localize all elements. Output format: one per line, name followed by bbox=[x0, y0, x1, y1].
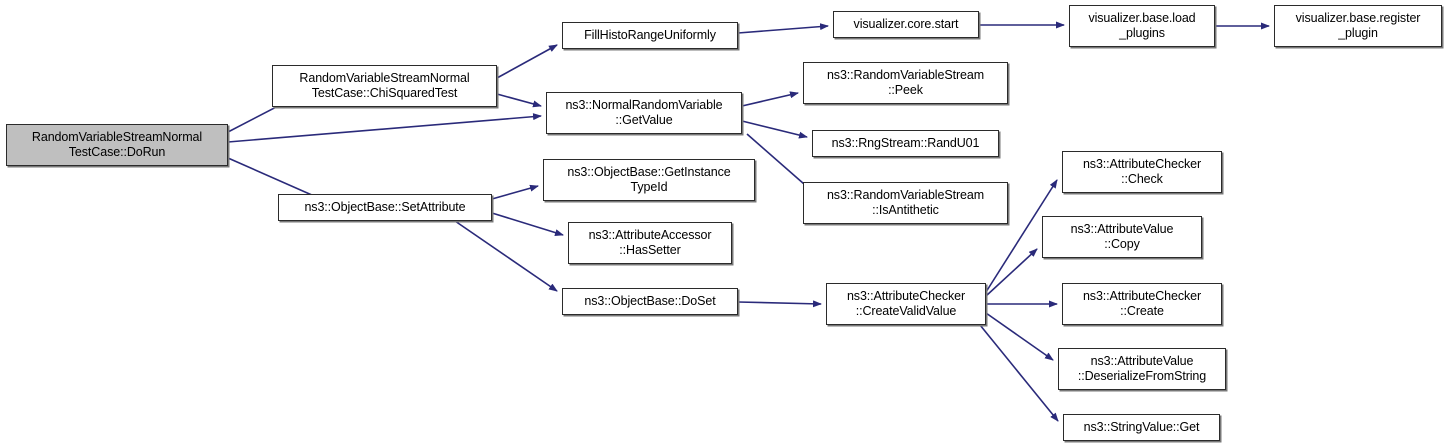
graph-node-peek[interactable]: ns3::RandomVariableStream ::Peek bbox=[803, 62, 1008, 104]
graph-node-check[interactable]: ns3::AttributeChecker ::Check bbox=[1062, 151, 1222, 193]
edge-setAttribute-to-doSet bbox=[454, 220, 558, 292]
graph-node-label: ns3::ObjectBase::SetAttribute bbox=[304, 200, 466, 214]
graph-node-createValidValue[interactable]: ns3::AttributeChecker ::CreateValidValue bbox=[826, 283, 986, 325]
graph-node-isAntithetic[interactable]: ns3::RandomVariableStream ::IsAntithetic bbox=[803, 182, 1008, 224]
graph-node-randU01[interactable]: ns3::RngStream::RandU01 bbox=[812, 130, 999, 157]
graph-node-label: visualizer.base.load _plugins bbox=[1088, 11, 1196, 40]
edge-doSet-to-createValidValue bbox=[737, 300, 822, 308]
graph-node-label: ns3::RngStream::RandU01 bbox=[831, 136, 980, 150]
edge-doRun-to-getValue bbox=[227, 113, 542, 143]
graph-node-label: RandomVariableStreamNormal TestCase::Chi… bbox=[299, 71, 470, 100]
graph-node-doSet[interactable]: ns3::ObjectBase::DoSet bbox=[562, 288, 738, 315]
edge-getValue-to-peek bbox=[741, 91, 799, 107]
edge-setAttribute-to-hasSetter bbox=[491, 212, 564, 236]
graph-node-label: ns3::StringValue::Get bbox=[1083, 420, 1200, 434]
edge-createValidValue-to-deserialize bbox=[985, 312, 1054, 361]
graph-node-getInstanceTypeId[interactable]: ns3::ObjectBase::GetInstance TypeId bbox=[543, 159, 755, 201]
graph-node-stringValueGet[interactable]: ns3::StringValue::Get bbox=[1063, 414, 1220, 441]
graph-node-label: ns3::AttributeAccessor ::HasSetter bbox=[588, 228, 712, 257]
graph-node-label: visualizer.core.start bbox=[853, 17, 959, 31]
edge-getValue-to-randU01 bbox=[741, 120, 808, 139]
graph-node-chiSquared[interactable]: RandomVariableStreamNormal TestCase::Chi… bbox=[272, 65, 497, 107]
graph-node-doRun[interactable]: RandomVariableStreamNormal TestCase::DoR… bbox=[6, 124, 228, 166]
graph-node-getValue[interactable]: ns3::NormalRandomVariable ::GetValue bbox=[546, 92, 742, 134]
graph-node-create[interactable]: ns3::AttributeChecker ::Create bbox=[1062, 283, 1222, 325]
graph-node-label: RandomVariableStreamNormal TestCase::DoR… bbox=[31, 130, 203, 159]
graph-node-label: ns3::NormalRandomVariable ::GetValue bbox=[565, 98, 723, 127]
edge-chiSquared-to-fillHisto bbox=[496, 44, 558, 79]
graph-node-loadPlugins[interactable]: visualizer.base.load _plugins bbox=[1069, 5, 1215, 47]
graph-node-label: ns3::ObjectBase::GetInstance TypeId bbox=[567, 165, 731, 194]
edge-fillHisto-to-coreStart bbox=[737, 23, 829, 34]
graph-node-label: ns3::AttributeValue ::DeserializeFromStr… bbox=[1077, 354, 1207, 383]
graph-node-registerPlugin[interactable]: visualizer.base.register _plugin bbox=[1274, 5, 1442, 47]
graph-node-setAttribute[interactable]: ns3::ObjectBase::SetAttribute bbox=[278, 194, 492, 221]
graph-node-label: ns3::AttributeValue ::Copy bbox=[1070, 222, 1174, 251]
graph-node-hasSetter[interactable]: ns3::AttributeAccessor ::HasSetter bbox=[568, 222, 732, 264]
graph-node-coreStart[interactable]: visualizer.core.start bbox=[833, 11, 979, 38]
graph-node-fillHisto[interactable]: FillHistoRangeUniformly bbox=[562, 22, 738, 49]
edge-createValidValue-to-stringValueGet bbox=[979, 324, 1059, 422]
edge-createValidValue-to-copy bbox=[985, 248, 1038, 297]
graph-node-label: ns3::AttributeChecker ::CreateValidValue bbox=[846, 289, 966, 318]
graph-node-label: ns3::AttributeChecker ::Check bbox=[1082, 157, 1202, 186]
graph-node-copy[interactable]: ns3::AttributeValue ::Copy bbox=[1042, 216, 1202, 258]
graph-node-label: FillHistoRangeUniformly bbox=[584, 28, 716, 42]
graph-node-label: visualizer.base.register _plugin bbox=[1295, 11, 1421, 40]
edge-setAttribute-to-getInstanceTypeId bbox=[491, 184, 539, 200]
graph-node-label: ns3::RandomVariableStream ::IsAntithetic bbox=[826, 188, 985, 217]
graph-node-deserialize[interactable]: ns3::AttributeValue ::DeserializeFromStr… bbox=[1058, 348, 1226, 390]
graph-node-label: ns3::AttributeChecker ::Create bbox=[1082, 289, 1202, 318]
edge-chiSquared-to-getValue bbox=[496, 93, 542, 108]
graph-node-label: ns3::RandomVariableStream ::Peek bbox=[826, 68, 985, 97]
graph-node-label: ns3::ObjectBase::DoSet bbox=[584, 294, 716, 308]
